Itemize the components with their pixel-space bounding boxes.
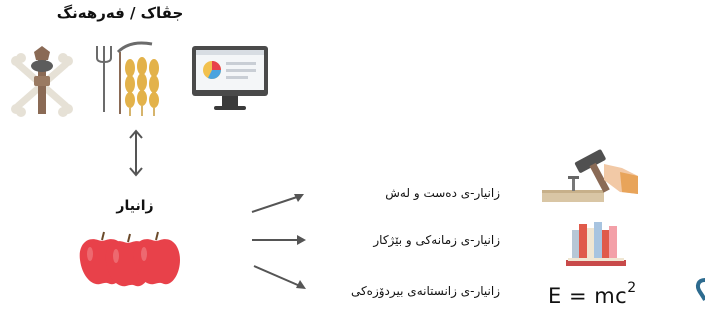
arrow-to-linguistic <box>252 235 306 245</box>
formula-text: E = mc2 <box>548 280 637 308</box>
double-arrow-icon <box>129 129 143 177</box>
computer-monitor-icon <box>192 46 268 110</box>
books-icon <box>566 222 626 266</box>
knowledge-label: زانیار <box>116 198 154 214</box>
knowledge-type-bodily: زانیار-ی دەست و لەش <box>385 186 500 200</box>
knowledge-type-theoretical: زانیار-ی زانستانەی بیردۆزەکی <box>350 284 500 298</box>
arrow-to-theoretical <box>253 265 306 289</box>
pitchfork-wheat-icon <box>96 41 159 116</box>
culture-title: جڤاک / فەرهەنگ <box>56 4 184 22</box>
arrow-to-bodily <box>251 194 304 213</box>
formula-base: E = mc <box>548 284 628 308</box>
formula-exponent: 2 <box>627 280 637 296</box>
apples-icon <box>79 231 180 287</box>
edge-fragment-icon <box>695 278 705 301</box>
skull-crossbones-icon <box>11 46 73 117</box>
hammer-nail-icon <box>542 149 638 202</box>
knowledge-type-linguistic: زانیار-ی زمانەکی و بێژکار <box>373 233 500 247</box>
